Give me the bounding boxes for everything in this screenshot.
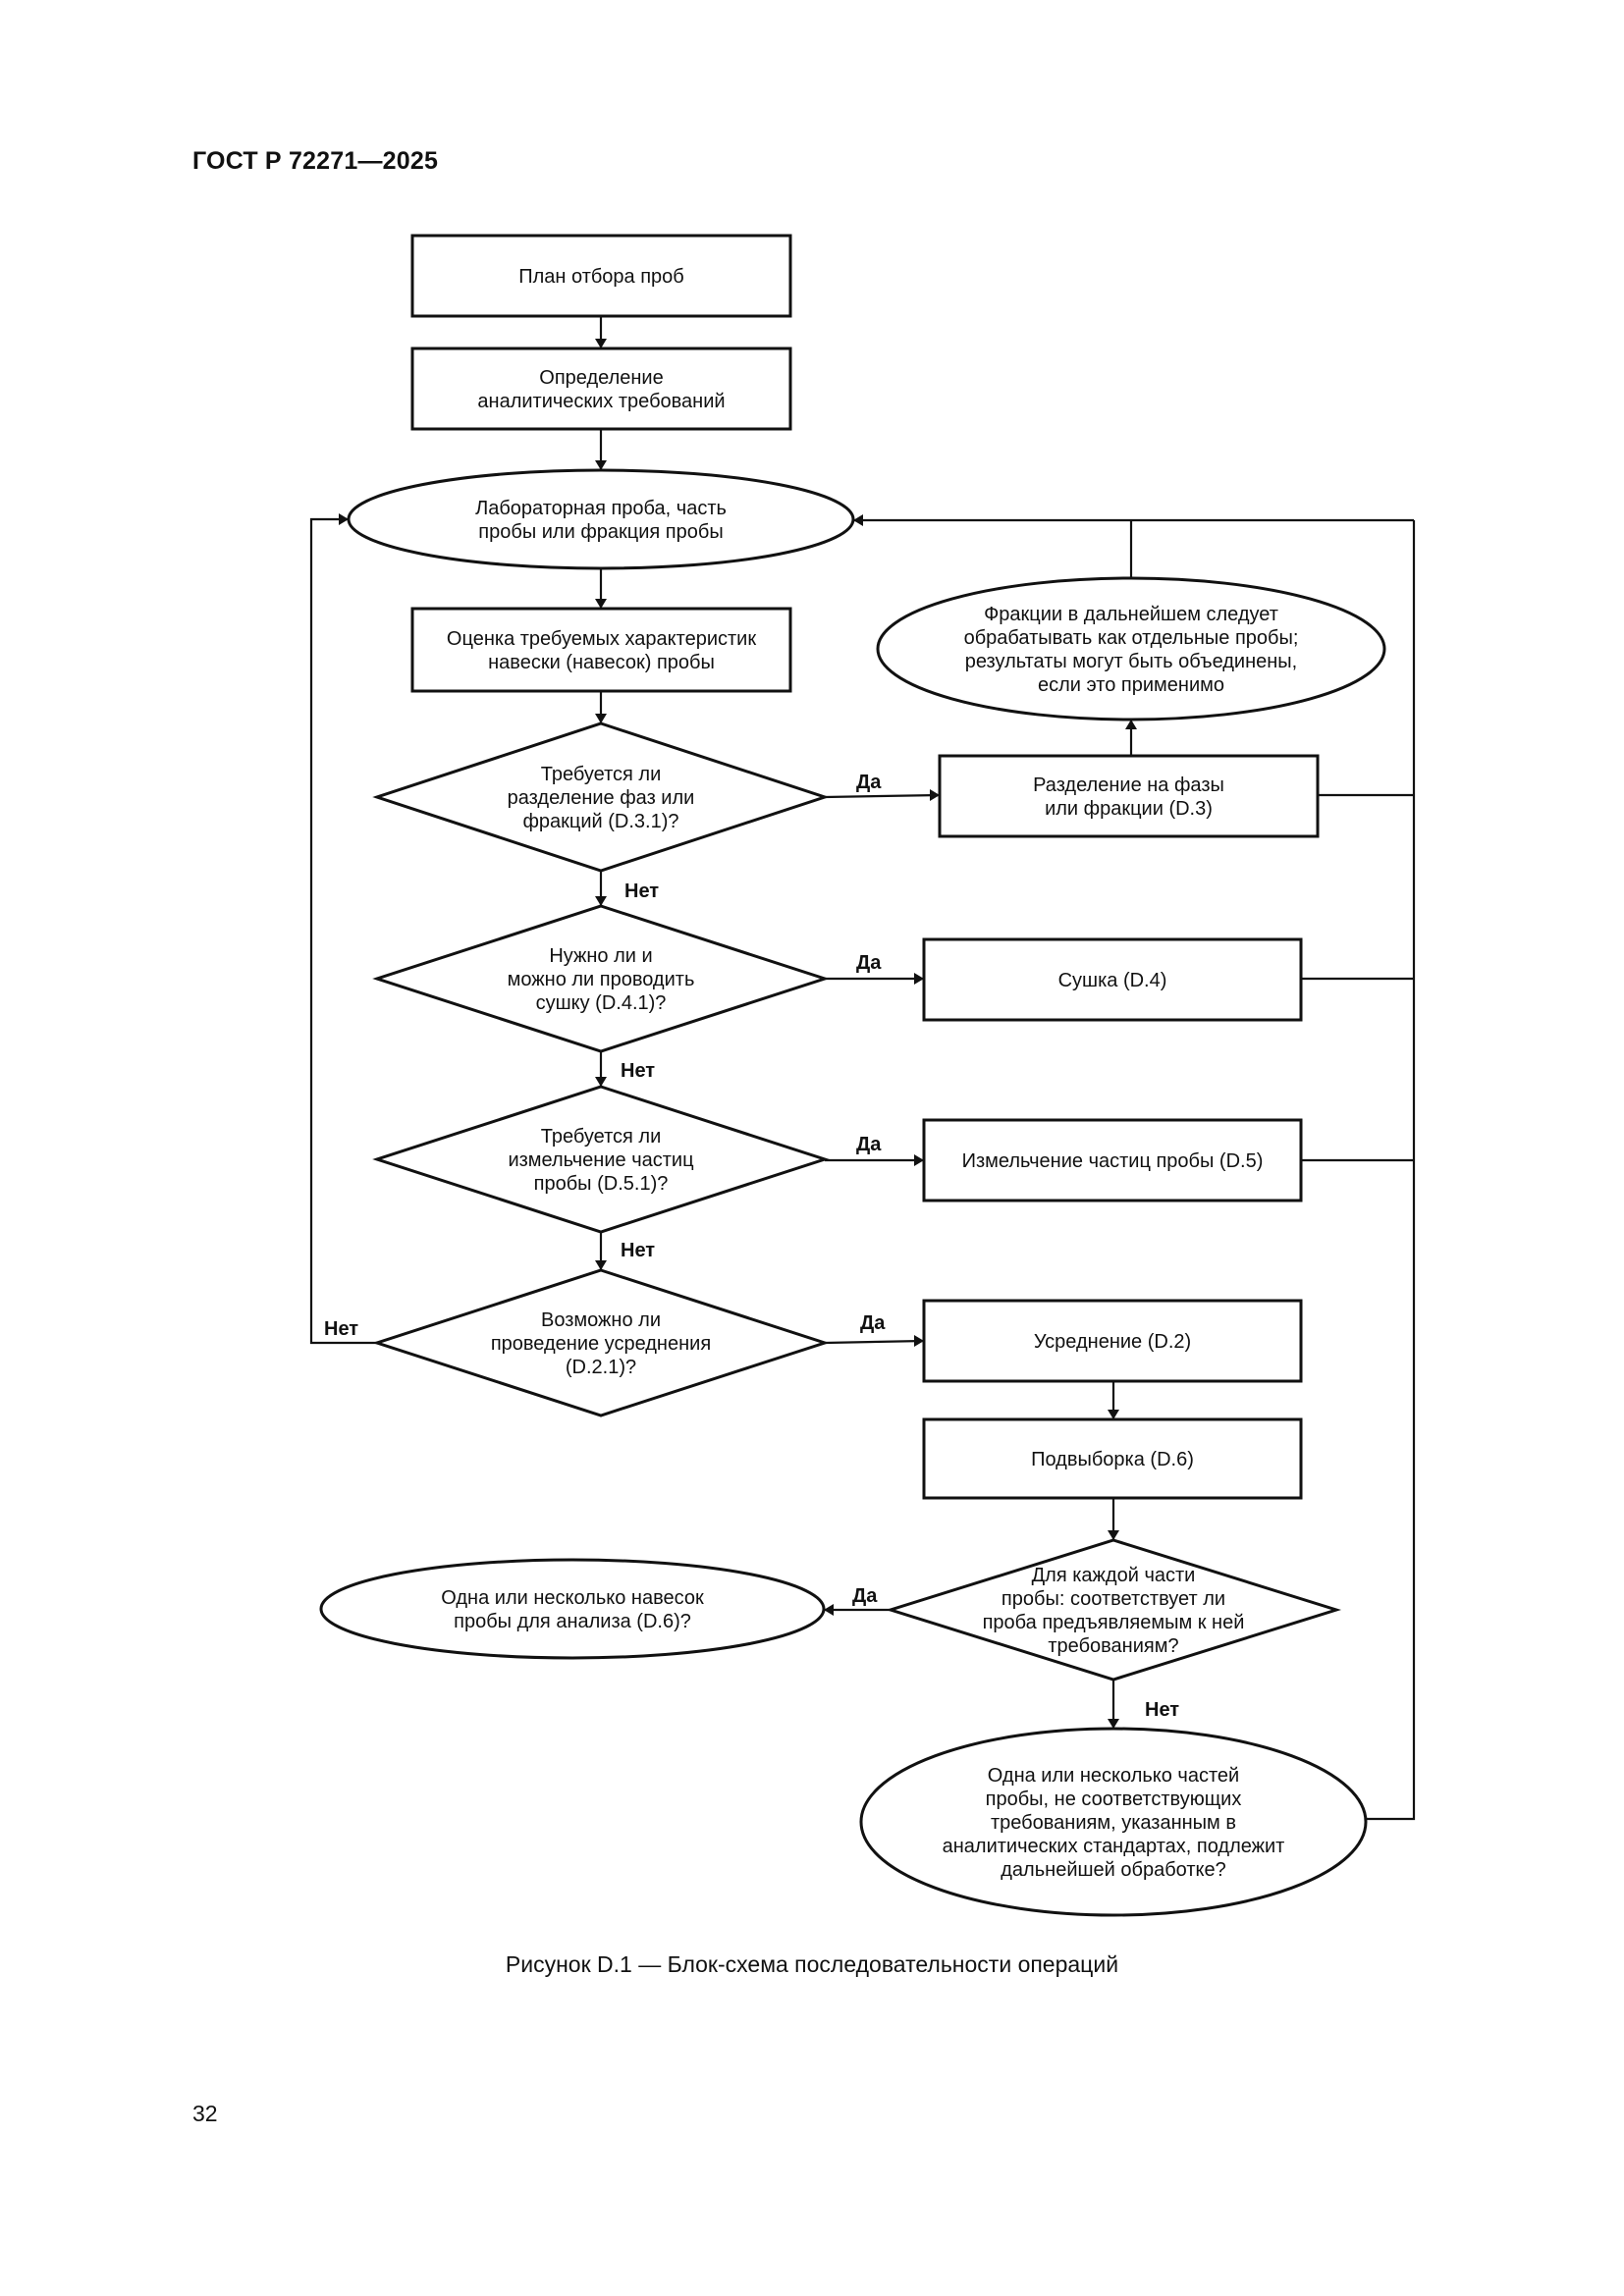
arrowhead: [595, 1260, 607, 1270]
arrowhead: [930, 789, 940, 801]
label-yes-sep: Да: [856, 772, 882, 793]
edge-qavg-avg: [824, 1339, 925, 1345]
label-yes-grind: Да: [856, 1134, 882, 1155]
label-no-avg: Нет: [324, 1318, 358, 1340]
arrowhead: [339, 513, 349, 525]
arrowhead: [1108, 1530, 1119, 1540]
node-sep-box: [938, 754, 1320, 838]
arrowhead: [914, 1335, 924, 1347]
label-no-grind: Нет: [621, 1240, 655, 1261]
node-result-ellipse: [319, 1558, 826, 1660]
node-sub-text: Подвыборка (D.6): [1031, 1449, 1194, 1470]
node-sub: Подвыборка (D.6): [922, 1417, 1303, 1500]
node-grind-box: [922, 1118, 1303, 1202]
arrowhead: [595, 1077, 607, 1087]
node-avg-text: Усреднение (D.2): [1034, 1331, 1191, 1353]
arrowhead: [1108, 1410, 1119, 1419]
arrowhead: [595, 896, 607, 906]
node-further-ellipse: [859, 1727, 1368, 1917]
node-lab-ellipse: [347, 468, 855, 570]
arrowhead: [853, 514, 863, 526]
arrowhead: [914, 1154, 924, 1166]
node-grind: Измельчение частиц пробы (D.5): [922, 1118, 1303, 1202]
node-plan-box: [410, 234, 792, 318]
label-no-dry: Нет: [621, 1060, 655, 1082]
node-dry-text: Сушка (D.4): [1058, 970, 1167, 991]
node-frac-ellipse: [876, 576, 1386, 721]
node-q-grind-diamond: [372, 1085, 830, 1234]
node-plan: План отбора проб: [410, 234, 792, 318]
edge-qsep-sep: [824, 793, 941, 799]
node-avg: Усреднение (D.2): [922, 1299, 1303, 1383]
arrowhead: [1108, 1719, 1119, 1729]
node-plan-text: План отбора проб: [518, 266, 684, 288]
edge-qavg-lab: [309, 517, 377, 1345]
node-sub-box: [922, 1417, 1303, 1500]
document-header: ГОСТ Р 72271—2025: [192, 147, 439, 175]
node-dry-box: [922, 937, 1303, 1022]
edge-return-trunk: [1366, 520, 1416, 1821]
node-eval-box: [410, 607, 792, 693]
arrowhead: [914, 973, 924, 985]
figure-caption: Рисунок D.1 — Блок-схема последовательно…: [505, 1951, 1119, 1977]
node-grind-text: Измельчение частиц пробы (D.5): [962, 1150, 1264, 1172]
arrowhead: [595, 599, 607, 609]
page-number: 32: [192, 2101, 218, 2126]
node-avg-box: [922, 1299, 1303, 1383]
arrowhead: [1125, 720, 1137, 729]
arrowhead: [824, 1604, 834, 1616]
arrowhead: [595, 339, 607, 348]
node-q-dry-diamond: [372, 904, 830, 1053]
node-q-avg-diamond: [372, 1268, 830, 1417]
arrowhead: [595, 460, 607, 470]
node-q-part-diamond: [885, 1538, 1342, 1682]
node-analytic-box: [410, 347, 792, 431]
label-no-sep: Нет: [624, 881, 659, 902]
label-yes-part: Да: [852, 1585, 878, 1607]
flowchart-connectors: [309, 316, 1416, 1821]
arrowhead: [595, 714, 607, 723]
label-yes-dry: Да: [856, 952, 882, 974]
node-dry: Сушка (D.4): [922, 937, 1303, 1022]
label-yes-avg: Да: [860, 1312, 886, 1334]
node-q-sep-diamond: [372, 721, 830, 873]
label-no-part: Нет: [1145, 1699, 1179, 1721]
